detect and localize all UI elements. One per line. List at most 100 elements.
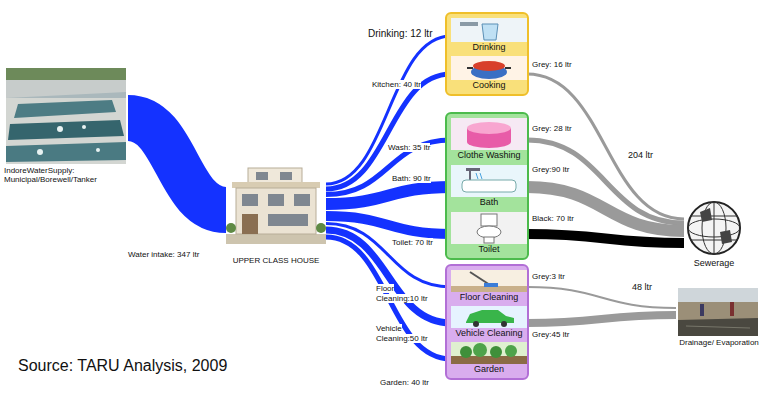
total-label: 204 ltr [628,150,653,160]
garden-icon-part [473,343,487,357]
flow-label-holder: Grey:90 ltr [532,165,569,175]
flow-label-holder: Bath: 90 ltr [392,174,431,184]
toilet-icon-part [481,214,497,226]
use-node: Toilet [451,212,527,256]
sewerage-globe-part [690,216,738,217]
house-illustration-part [232,182,320,188]
water-plant-photo-part [6,68,126,164]
water-plant-photo-part [96,148,100,152]
total-label: 48 ltr [632,282,652,292]
water-plant-photo-part [37,149,43,155]
bath-icon-part [462,180,516,192]
drinking-icon-part [460,22,478,26]
drinking-icon-part [482,24,498,40]
flow-label: Water intake: 347 ltr [128,250,199,259]
sewerage-globe-part [720,230,732,244]
node-label: UPPER CLASS HOUSE [226,256,326,265]
bath-icon-part [476,173,478,179]
drinking-icon-part [451,18,527,42]
flow-label: Grey:3 ltr [532,272,565,281]
node-label: Cooking [452,80,526,90]
house-node: UPPER CLASS HOUSE [226,166,326,268]
floor-cleaning-icon-part [451,270,527,292]
toilet-icon-part [484,237,494,243]
flow-label: Vehicle Cleaning:50 ltr [376,324,428,343]
use-node: Garden [451,342,527,376]
sewerage-globe [688,202,740,254]
flow-label-holder: Floor Cleaning:10 ltr [376,284,438,303]
washing-icon-part [467,136,511,148]
drainage-photo-part [678,318,758,336]
bath-icon-part [469,168,471,180]
total-label-holder: 204 ltr [628,150,653,161]
garden-icon-part [451,356,527,364]
caption-holder: Source: TARU Analysis, 2009 [18,356,227,375]
flow-label: Floor Cleaning:10 ltr [376,284,428,303]
vehicle-icon-part [501,321,507,327]
use-group: DrinkingCooking [445,12,529,96]
garden-icon-part [505,345,517,357]
flow-label: Drinking: 12 ltr [368,28,432,39]
sink-node: Drainage/ Evaporation [676,286,762,350]
sewerage-globe-part [688,202,740,254]
water-plant-photo [6,68,126,164]
sewerage-globe-part [702,202,726,254]
house-illustration-part [268,194,284,206]
water-plant-photo-part [14,100,116,118]
water-source: IndoreWaterSupply: Municipal/Borewell/Ta… [4,66,128,187]
cooking-icon [451,56,527,80]
floor-cleaning-icon-part [484,283,498,287]
total-label-holder: 48 ltr [632,282,652,293]
water-plant-photo-part [6,142,126,162]
floor-cleaning-icon-part [470,272,490,285]
node-label: Bath [452,197,526,207]
flow-label: Grey:90 ltr [532,165,569,174]
vehicle-icon-part [466,310,514,323]
drainage-photo-part [678,302,758,320]
flow-label-holder: Vehicle Cleaning:50 ltr [376,324,440,343]
drainage-photo-part [700,304,704,316]
flow-band [527,287,676,308]
flow-label-holder: Grey: 28 ltr [532,124,572,134]
bath-icon [451,165,527,197]
node-label: Drinking [452,42,526,52]
drinking-icon [451,18,527,42]
use-group: Floor CleaningVehicle CleaningGarden [445,264,529,380]
flow-label-holder: Drinking: 12 ltr [368,28,432,40]
use-node: Cooking [451,56,527,92]
sink-node: Sewerage [684,200,744,271]
cooking-icon-part [505,67,511,69]
flow-band [326,36,451,184]
vehicle-icon [451,306,527,328]
washing-icon-part [451,118,527,150]
flow-band [527,234,684,243]
house-illustration-part [268,214,308,226]
source-caption: Source: TARU Analysis, 2009 [18,357,227,374]
water-plant-photo-part [6,68,126,80]
washing-icon [451,118,527,150]
washing-icon-part [467,128,511,142]
washing-icon-part [467,122,511,134]
house-illustration-part [242,214,258,234]
flow-label: Grey:45 ltr [532,330,569,339]
flow-band [527,74,684,219]
flow-label: Toilet: 70 ltr [392,238,433,247]
flow-label-holder: Black: 70 ltr [532,214,574,224]
flow-label-holder: Grey:3 ltr [532,272,565,282]
water-plant-photo-part [57,126,63,132]
flow-label: Bath: 90 ltr [392,174,431,183]
toilet-icon-part [451,212,527,244]
use-node: Drinking [451,18,527,54]
cooking-icon-part [467,67,473,69]
floor-cleaning-icon [451,270,527,292]
drainage-photo [678,288,758,336]
bath-icon-part [480,173,482,179]
node-label: Vehicle Cleaning [452,328,526,338]
use-node: Bath [451,165,527,209]
water-plant-photo-part [6,80,126,98]
house-illustration-part [226,223,236,233]
garden-icon [451,342,527,364]
vehicle-icon-part [451,306,527,328]
house-illustration-part [226,234,326,244]
